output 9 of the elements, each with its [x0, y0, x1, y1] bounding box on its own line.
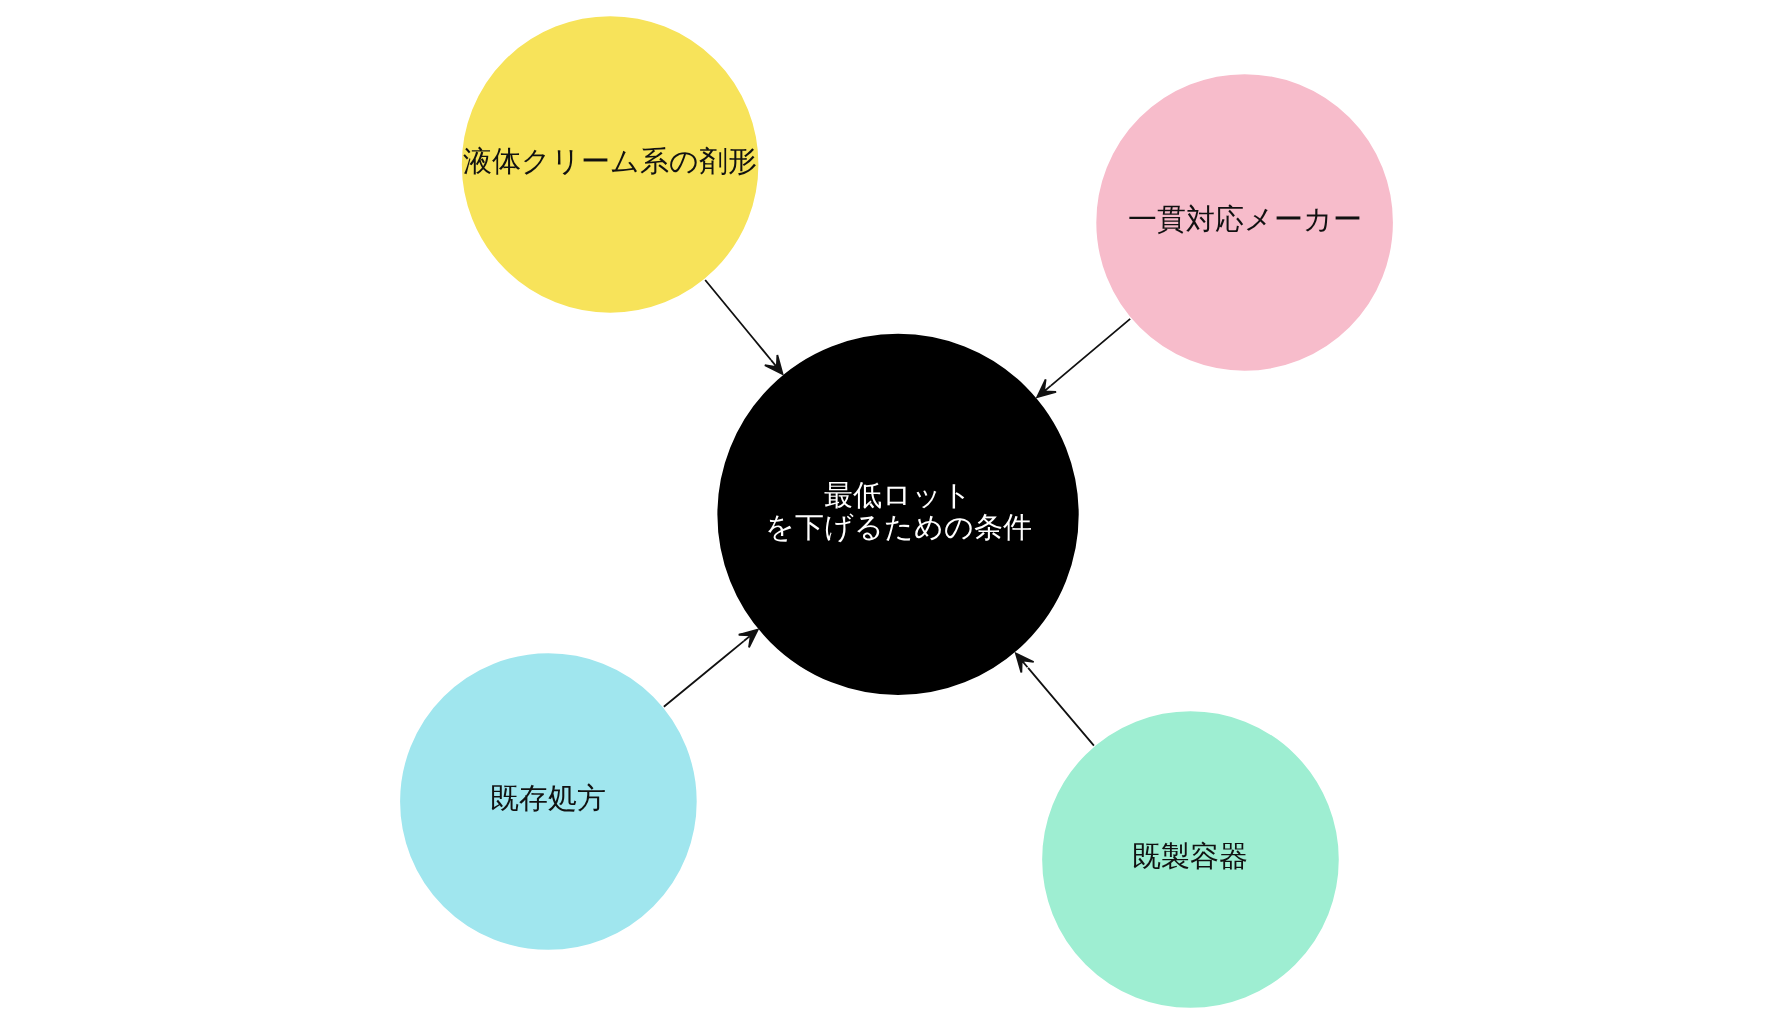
node-circle: 液体クリーム系の剤形 — [459, 14, 760, 315]
node-circle: 既製容器 — [1039, 709, 1341, 1010]
arrow — [703, 279, 783, 375]
arrow — [1014, 652, 1095, 747]
node-circle: 一貫対応メーカー — [1094, 72, 1395, 373]
arrow — [662, 628, 759, 708]
arrow — [1035, 317, 1131, 399]
node-circle: 既存処方 — [397, 651, 698, 952]
node-circle: 最低ロットを下げるための条件 — [715, 331, 1080, 697]
